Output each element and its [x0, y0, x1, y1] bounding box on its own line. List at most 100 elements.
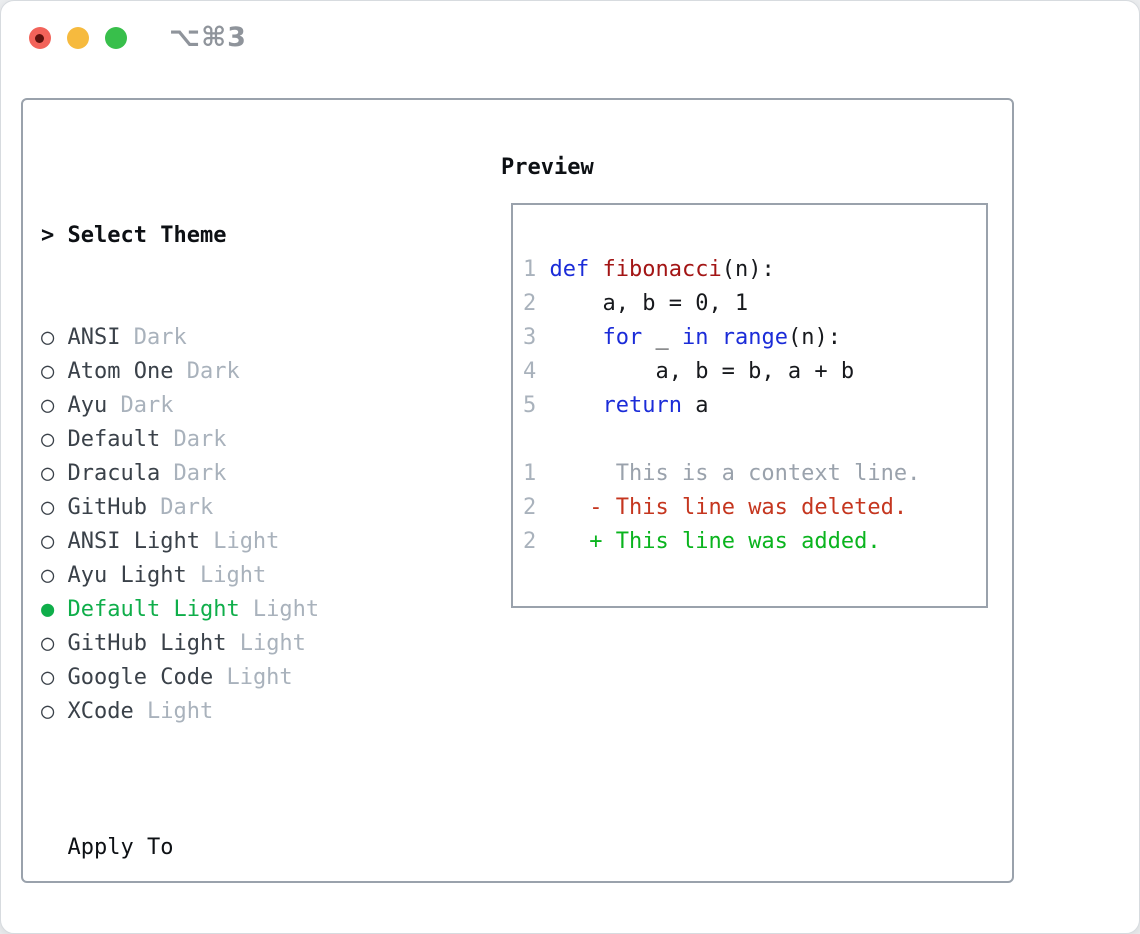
theme-option-atom-one[interactable]: ○ Atom One Dark — [41, 355, 412, 389]
theme-name: Ayu — [67, 393, 108, 418]
theme-name: Dracula — [67, 461, 161, 486]
theme-variant-tag: Light — [199, 529, 280, 554]
radio-selected-icon: ● — [41, 597, 68, 622]
radio-icon: ○ — [41, 495, 68, 520]
radio-icon: ○ — [41, 393, 68, 418]
code-segment: a, b = b, a + b — [549, 359, 855, 384]
line-number: 1 — [523, 257, 537, 282]
code-line: 2 a, b = 0, 1 — [523, 287, 920, 321]
line-number: 5 — [523, 393, 537, 418]
code-segment: This is a context line. — [549, 461, 921, 486]
code-segment: a — [681, 393, 709, 418]
theme-variant-tag: Dark — [173, 359, 240, 384]
gutter-space — [536, 325, 549, 350]
theme-variant-tag: Light — [239, 597, 320, 622]
gutter-space — [536, 393, 549, 418]
gutter-space — [536, 257, 549, 282]
diff-context-line: 1 This is a context line. — [523, 457, 920, 491]
theme-variant-tag: Dark — [160, 461, 227, 486]
radio-icon: ○ — [41, 461, 68, 486]
theme-name: Default — [67, 427, 161, 452]
code-segment — [550, 325, 603, 350]
code-line: 3 for _ in range(n): — [523, 321, 920, 355]
code-segment — [550, 495, 590, 520]
focus-prompt-icon: > — [41, 223, 68, 248]
code-segment: (n): — [787, 325, 841, 350]
theme-option-github[interactable]: ○ GitHub Dark — [41, 491, 412, 525]
line-number: 2 — [523, 495, 537, 520]
theme-name: Default Light — [67, 597, 240, 622]
diff-deleted-line: 2 - This line was deleted. — [523, 491, 920, 525]
theme-option-ayu[interactable]: ○ Ayu Dark — [41, 389, 412, 423]
code-segment: return — [602, 393, 682, 418]
theme-variant-tag: Dark — [146, 495, 214, 520]
line-number: 1 — [523, 461, 537, 486]
apply-to-header: Apply To — [67, 835, 174, 860]
code-segment: - This line was deleted. — [589, 495, 908, 520]
gutter-space — [536, 291, 549, 316]
code-segment: for — [602, 325, 643, 350]
theme-variant-tag: Dark — [120, 325, 187, 350]
code-line: 1 def fibonacci(n): — [523, 253, 920, 287]
code-segment — [708, 325, 721, 350]
radio-icon: ○ — [41, 529, 68, 554]
theme-name: XCode — [67, 699, 134, 724]
theme-option-default-light[interactable]: ● Default Light Light — [41, 593, 412, 627]
diff-added-line: 2 + This line was added. — [523, 525, 920, 559]
select-theme-title: Select Theme — [67, 223, 227, 248]
code-segment — [589, 257, 602, 282]
radio-icon: ○ — [41, 631, 68, 656]
radio-icon: ○ — [41, 427, 68, 452]
radio-icon: ○ — [41, 563, 68, 588]
code-segment — [550, 529, 590, 554]
code-segment: _ — [642, 325, 682, 350]
code-segment: in — [681, 325, 709, 350]
theme-option-ayu-light[interactable]: ○ Ayu Light Light — [41, 559, 412, 593]
theme-option-xcode[interactable]: ○ XCode Light — [41, 695, 412, 729]
code-segment: range — [721, 325, 788, 350]
radio-icon: ○ — [41, 359, 68, 384]
code-segment: (n): — [721, 257, 775, 282]
theme-option-ansi-light[interactable]: ○ ANSI Light Light — [41, 525, 412, 559]
theme-variant-tag: Light — [133, 699, 214, 724]
window-title: ⌥⌘3 — [169, 22, 247, 53]
theme-picker-column: > Select Theme ○ ANSI Dark○ Atom One Dar… — [41, 151, 412, 933]
radio-icon: ○ — [41, 665, 68, 690]
blank-line — [523, 423, 920, 457]
line-number: 3 — [523, 325, 537, 350]
code-segment: def — [549, 257, 590, 282]
zoom-button[interactable] — [105, 27, 127, 49]
theme-variant-tag: Light — [213, 665, 293, 690]
gutter-space — [536, 529, 549, 554]
select-theme-header: > Select Theme — [41, 219, 412, 253]
gutter-space — [536, 495, 549, 520]
code-segment — [550, 393, 603, 418]
theme-picker-panel: > Select Theme ○ ANSI Dark○ Atom One Dar… — [21, 98, 1014, 883]
theme-variant-tag: Light — [226, 631, 306, 656]
theme-option-github-light[interactable]: ○ GitHub Light Light — [41, 627, 412, 661]
close-button[interactable] — [29, 27, 51, 49]
gutter-space — [536, 461, 549, 486]
theme-name: Ayu Light — [67, 563, 187, 588]
code-segment: a, b = 0, 1 — [549, 291, 749, 316]
line-number: 4 — [523, 359, 537, 384]
radio-icon: ○ — [41, 325, 68, 350]
theme-option-google-code[interactable]: ○ Google Code Light — [41, 661, 412, 695]
line-number: 2 — [523, 529, 537, 554]
gutter-space — [536, 359, 549, 384]
theme-name: Google Code — [67, 665, 214, 690]
theme-variant-tag: Light — [186, 563, 267, 588]
radio-icon: ○ — [41, 699, 68, 724]
line-number: 2 — [523, 291, 537, 316]
code-line: 5 return a — [523, 389, 920, 423]
code-segment: fibonacci — [602, 257, 722, 282]
theme-option-ansi[interactable]: ○ ANSI Dark — [41, 321, 412, 355]
theme-name: Atom One — [67, 359, 174, 384]
theme-list: ○ ANSI Dark○ Atom One Dark○ Ayu Dark○ De… — [41, 321, 412, 729]
theme-name: GitHub Light — [67, 631, 227, 656]
theme-option-dracula[interactable]: ○ Dracula Dark — [41, 457, 412, 491]
theme-option-default[interactable]: ○ Default Dark — [41, 423, 412, 457]
theme-name: GitHub — [67, 495, 147, 520]
minimize-button[interactable] — [67, 27, 89, 49]
